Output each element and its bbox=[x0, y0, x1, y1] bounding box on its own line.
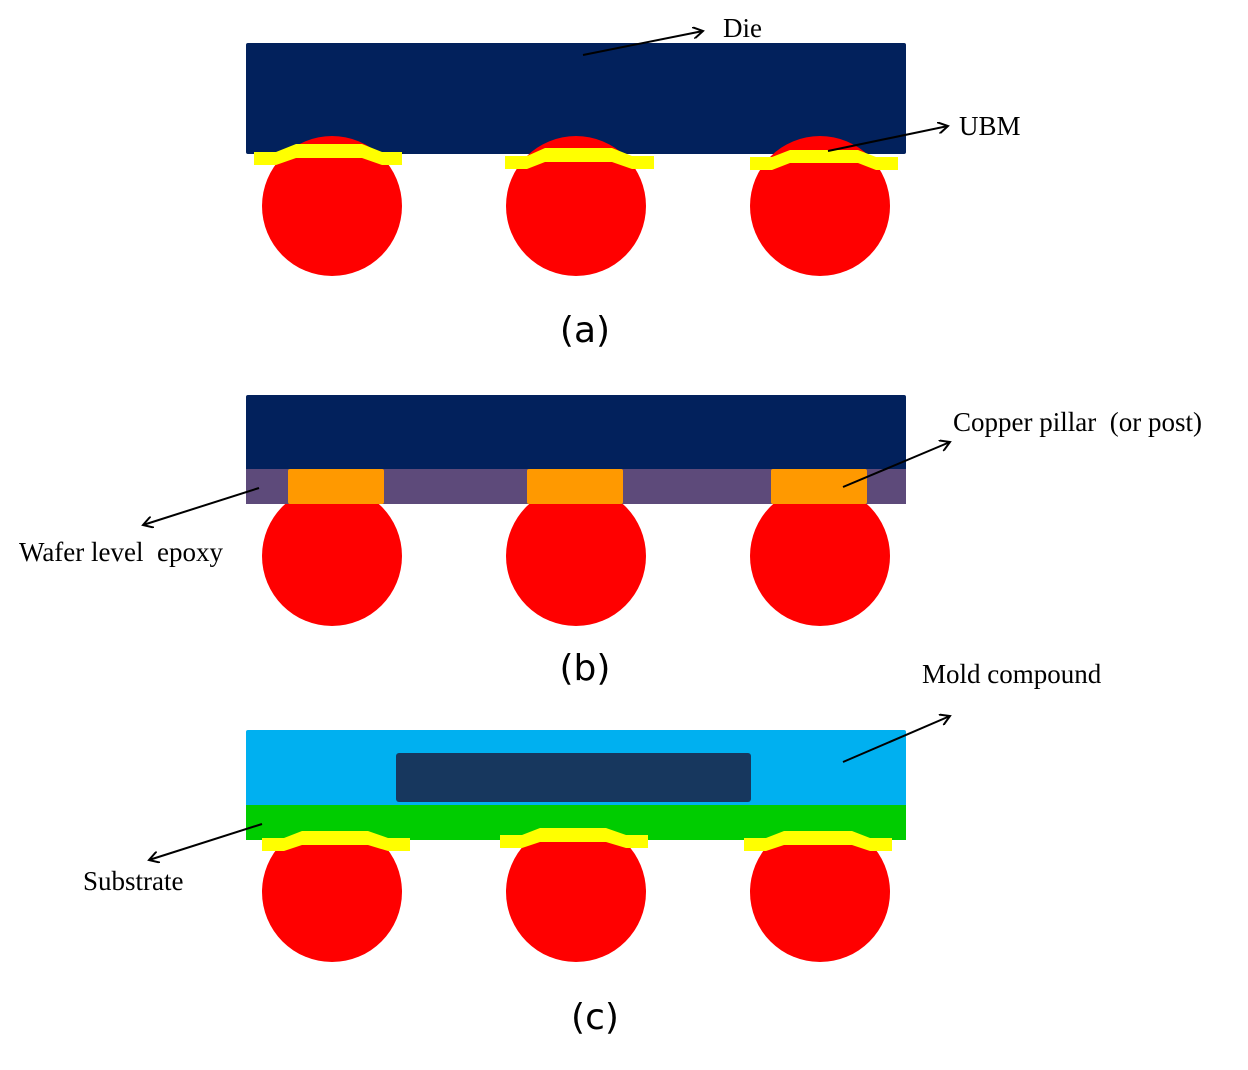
die-b bbox=[246, 395, 906, 473]
copper-pillar-arrow bbox=[842, 442, 950, 488]
ubm-pad bbox=[262, 831, 410, 851]
inner-die bbox=[396, 753, 751, 802]
solder-ball bbox=[262, 822, 402, 962]
copper-pillar bbox=[771, 469, 867, 504]
die-arrow bbox=[582, 31, 703, 56]
ubm-pad bbox=[744, 831, 892, 851]
caption-b: (b) bbox=[560, 648, 611, 689]
die-a bbox=[246, 43, 906, 154]
solder-ball bbox=[750, 822, 890, 962]
ubm-pad bbox=[505, 148, 654, 169]
panel-b: Copper pillar (or post) Wafer level epox… bbox=[19, 395, 1202, 689]
copper-pillar bbox=[527, 469, 623, 504]
solder-ball bbox=[506, 822, 646, 962]
solder-ball bbox=[262, 136, 402, 276]
wafer-epoxy-arrow bbox=[143, 487, 260, 525]
panel-c: Mold compound Substrate (c) bbox=[83, 659, 1102, 1038]
mold-compound-label: Mold compound bbox=[922, 659, 1102, 689]
solder-ball bbox=[506, 136, 646, 276]
caption-a: (a) bbox=[560, 310, 610, 351]
caption-c: (c) bbox=[571, 997, 619, 1038]
ubm-pad bbox=[254, 144, 402, 165]
solder-ball bbox=[750, 486, 890, 626]
copper-pillar bbox=[288, 469, 384, 504]
substrate-label: Substrate bbox=[83, 866, 184, 896]
panel-a: Die UBM (a) bbox=[246, 13, 1021, 351]
solder-ball bbox=[262, 486, 402, 626]
wafer-epoxy-label: Wafer level epoxy bbox=[19, 537, 223, 567]
ubm-pad bbox=[500, 828, 648, 848]
substrate-arrow bbox=[149, 823, 263, 860]
die-label: Die bbox=[723, 13, 762, 43]
ubm-arrow bbox=[827, 126, 948, 152]
solder-ball bbox=[506, 486, 646, 626]
solder-ball bbox=[750, 136, 890, 276]
mold-compound-arrow bbox=[842, 716, 950, 763]
ubm-pad bbox=[750, 150, 898, 170]
ubm-label: UBM bbox=[959, 111, 1021, 141]
copper-pillar-label: Copper pillar (or post) bbox=[953, 407, 1202, 437]
